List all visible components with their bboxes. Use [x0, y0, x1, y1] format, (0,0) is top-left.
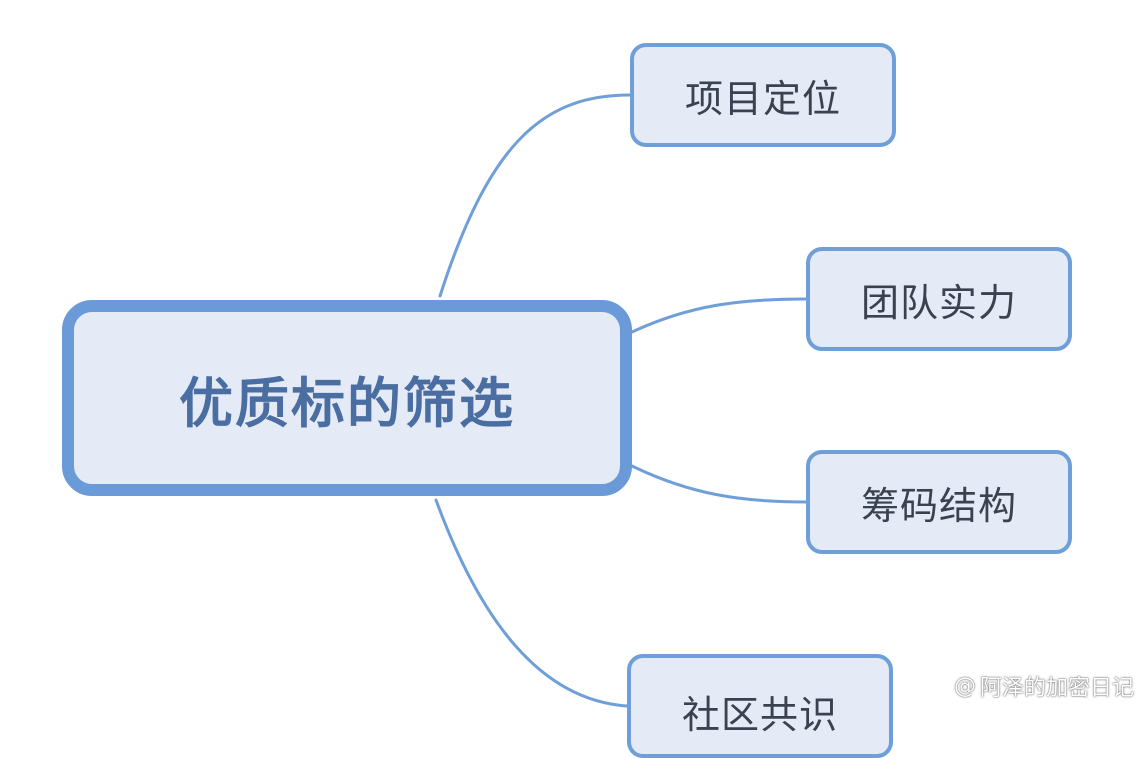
- watermark-author: 阿泽的加密日记: [979, 676, 1134, 701]
- connector-layer: [434, 93, 808, 708]
- platform-logo-icon: [928, 675, 950, 697]
- child-node-token-structure[interactable]: 筹码结构: [806, 450, 1072, 554]
- child-node-team-strength[interactable]: 团队实力: [806, 247, 1072, 351]
- child-node-label: 项目定位: [684, 76, 841, 121]
- root-node-label: 优质标的筛选: [179, 371, 515, 435]
- connector-root-to-child-1: [630, 297, 808, 334]
- connector-root-to-child-2: [630, 464, 808, 504]
- connector-root-to-child-3: [434, 498, 629, 708]
- watermark-at: @: [953, 673, 976, 699]
- child-node-label: 筹码结构: [860, 483, 1017, 528]
- connector-root-to-child-0: [438, 93, 632, 298]
- child-node-project-positioning[interactable]: 项目定位: [630, 43, 896, 147]
- child-node-community-consensus[interactable]: 社区共识: [627, 654, 893, 758]
- root-node[interactable]: 优质标的筛选: [62, 300, 632, 496]
- watermark: @ 阿泽的加密日记: [928, 670, 1134, 702]
- child-node-label: 团队实力: [860, 280, 1017, 325]
- child-node-label: 社区共识: [681, 693, 838, 737]
